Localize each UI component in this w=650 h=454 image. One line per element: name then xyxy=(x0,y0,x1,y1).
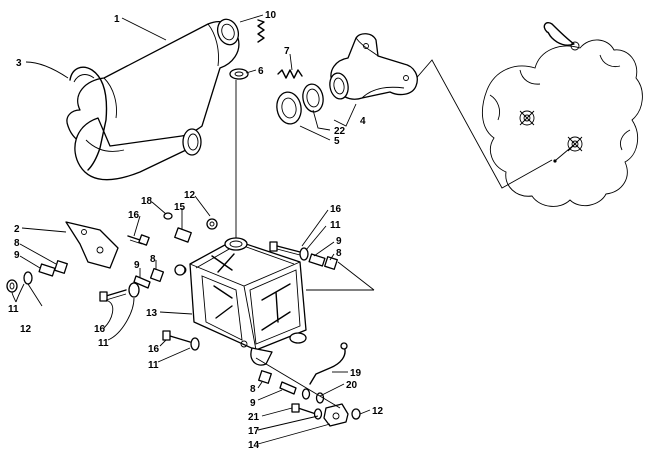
callout-16-top-right: 16 xyxy=(330,204,342,215)
callout-6: 6 xyxy=(258,66,264,77)
spacer-9b xyxy=(133,275,151,289)
callout-8-left: 8 xyxy=(14,238,20,249)
callout-10: 10 xyxy=(265,10,277,21)
callout-2: 2 xyxy=(14,224,20,235)
callout-15: 15 xyxy=(174,202,186,213)
hardware-middle xyxy=(163,212,218,243)
hardware-right xyxy=(269,241,338,270)
callout-11-lower-middle: 11 xyxy=(148,360,159,371)
hardware-lower xyxy=(258,342,361,427)
bushing-8b xyxy=(149,267,165,283)
bolt-16b xyxy=(105,289,127,297)
spring-7 xyxy=(277,69,303,79)
callout-9-left: 9 xyxy=(14,250,20,261)
callout-21: 21 xyxy=(248,412,260,423)
callout-11-lower-left: 11 xyxy=(98,338,109,349)
callout-16-top-left: 16 xyxy=(128,210,140,221)
callout-18: 18 xyxy=(141,196,153,207)
callout-9-middle: 9 xyxy=(134,260,140,271)
callout-leaders xyxy=(11,14,371,445)
callout-1: 1 xyxy=(114,14,120,25)
callout-22: 22 xyxy=(334,126,346,137)
engine-outline xyxy=(481,22,643,207)
muffler xyxy=(177,237,307,366)
left-bracket xyxy=(65,221,119,269)
callout-20: 20 xyxy=(346,380,358,391)
callout-3: 3 xyxy=(16,58,22,69)
callout-16-lower-left: 16 xyxy=(94,324,106,335)
callout-11-top-right: 11 xyxy=(330,220,341,231)
callout-8-lower: 8 xyxy=(250,384,256,395)
callout-13: 13 xyxy=(146,308,158,319)
spring-10 xyxy=(257,19,265,43)
callout-12-lower-right: 12 xyxy=(372,406,384,417)
callout-11-left: 11 xyxy=(8,304,19,315)
callout-12-top: 12 xyxy=(184,190,196,201)
callout-8-right: 8 xyxy=(336,248,342,259)
manifold-engine-leader xyxy=(412,59,553,189)
callout-7: 7 xyxy=(284,46,290,57)
callout-17: 17 xyxy=(248,426,260,437)
callout-4: 4 xyxy=(360,116,366,127)
bolt-16a xyxy=(127,235,141,241)
callout-8-middle: 8 xyxy=(150,254,156,265)
callout-9-right: 9 xyxy=(336,236,342,247)
callout-9-lower: 9 xyxy=(250,398,256,409)
callout-14: 14 xyxy=(248,440,260,451)
right-mount-leader xyxy=(337,261,375,291)
mounting-strap xyxy=(69,66,108,171)
hardware-left xyxy=(6,260,68,293)
exhaust-manifold xyxy=(276,33,418,125)
callout-19: 19 xyxy=(350,368,362,379)
callout-16-lower-middle: 16 xyxy=(148,344,160,355)
bracket-leader xyxy=(255,357,341,409)
callout-12-left: 12 xyxy=(20,324,32,335)
callout-labels: 1 10 3 6 7 4 22 5 2 18 12 15 16 16 11 9 … xyxy=(8,10,384,451)
grommet xyxy=(229,68,249,80)
callout-5: 5 xyxy=(334,136,340,147)
bolt-16d xyxy=(169,335,191,343)
expansion-chamber xyxy=(66,18,240,181)
